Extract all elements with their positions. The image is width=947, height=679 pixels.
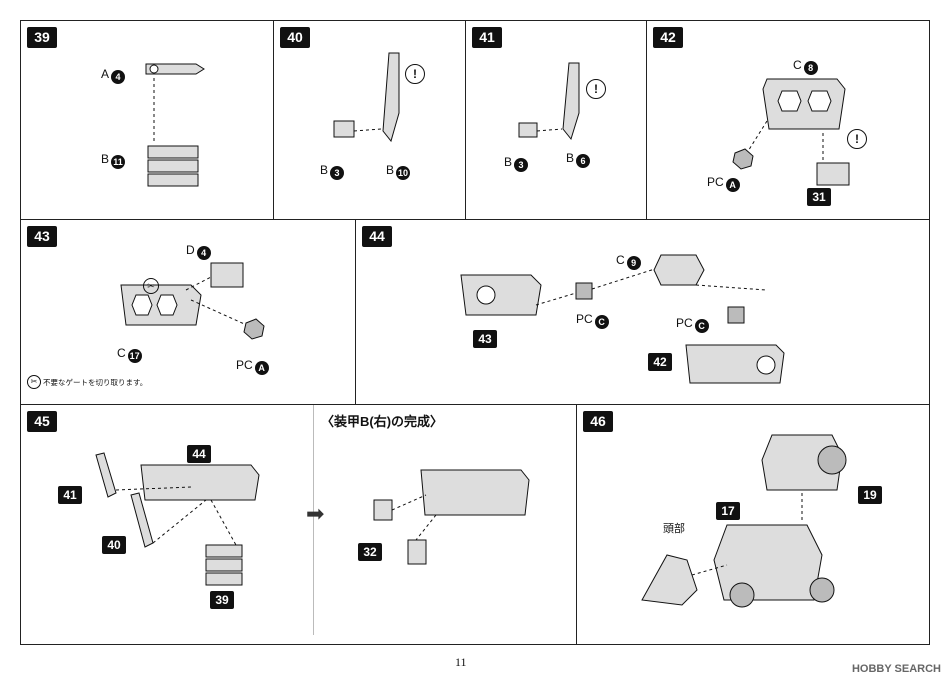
subassembly-badge: 41 — [58, 486, 82, 504]
step-number: 42 — [653, 27, 683, 48]
part-drawing — [460, 254, 785, 384]
subassembly-badge: 17 — [716, 502, 740, 520]
subassembly-badge: 42 — [648, 353, 672, 371]
subassembly-badge: 31 — [807, 188, 831, 206]
part-drawing — [333, 52, 400, 143]
part-drawing — [732, 78, 850, 186]
subassembly-badge: 44 — [187, 445, 211, 463]
exclamation-icon: ! — [847, 129, 867, 149]
note-text: 不要なゲートを切り取ります。 — [43, 378, 148, 387]
step-number: 44 — [362, 226, 392, 247]
step-number: 40 — [280, 27, 310, 48]
step-number: 45 — [27, 411, 57, 432]
step-number: 39 — [27, 27, 57, 48]
part-drawing — [120, 262, 265, 340]
subassembly-badge: 19 — [858, 486, 882, 504]
page-number: 11 — [455, 655, 467, 669]
subassembly-badge: 39 — [210, 591, 234, 609]
cut-gate-icon: ✂ — [27, 375, 41, 389]
part-label: 頭部 — [663, 523, 685, 535]
cut-gate-icon: ✂ — [143, 278, 159, 294]
part-drawing — [373, 469, 530, 565]
step-46-panel: 46 頭部 17 19 — [576, 404, 930, 645]
part-drawing — [518, 62, 580, 141]
subassembly-badge: 40 — [102, 536, 126, 554]
step-number: 41 — [472, 27, 502, 48]
divider-line — [313, 405, 314, 635]
part-drawing — [145, 63, 205, 187]
exclamation-icon: ! — [586, 79, 606, 99]
subassembly-badge: 32 — [358, 543, 382, 561]
step-number: 43 — [27, 226, 57, 247]
subassembly-badge: 43 — [473, 330, 497, 348]
step-45-panel: 45 41 44 40 39 ➡ 〈装甲B(右)の完成〉 32 — [20, 404, 577, 645]
completion-title: 〈装甲B(右)の完成〉 — [321, 414, 444, 429]
next-arrow-icon: ➡ — [306, 501, 325, 526]
step-number: 46 — [583, 411, 613, 432]
watermark: HOBBY SEARCH — [851, 663, 941, 675]
part-drawing — [641, 434, 847, 608]
part-drawing — [95, 452, 260, 586]
exclamation-icon: ! — [405, 64, 425, 84]
